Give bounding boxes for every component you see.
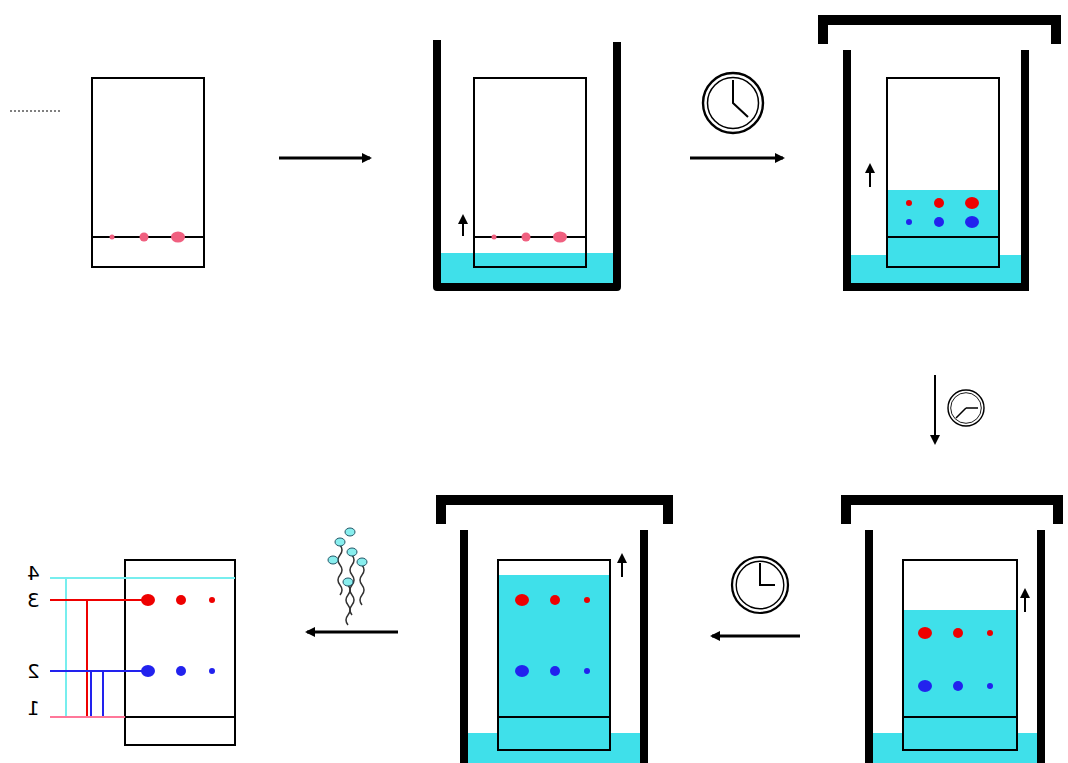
callout-number: 1 <box>26 698 41 718</box>
callout-number: 2 <box>26 661 41 681</box>
callout-number: 4 <box>26 563 41 583</box>
callout-number: 3 <box>26 590 41 610</box>
